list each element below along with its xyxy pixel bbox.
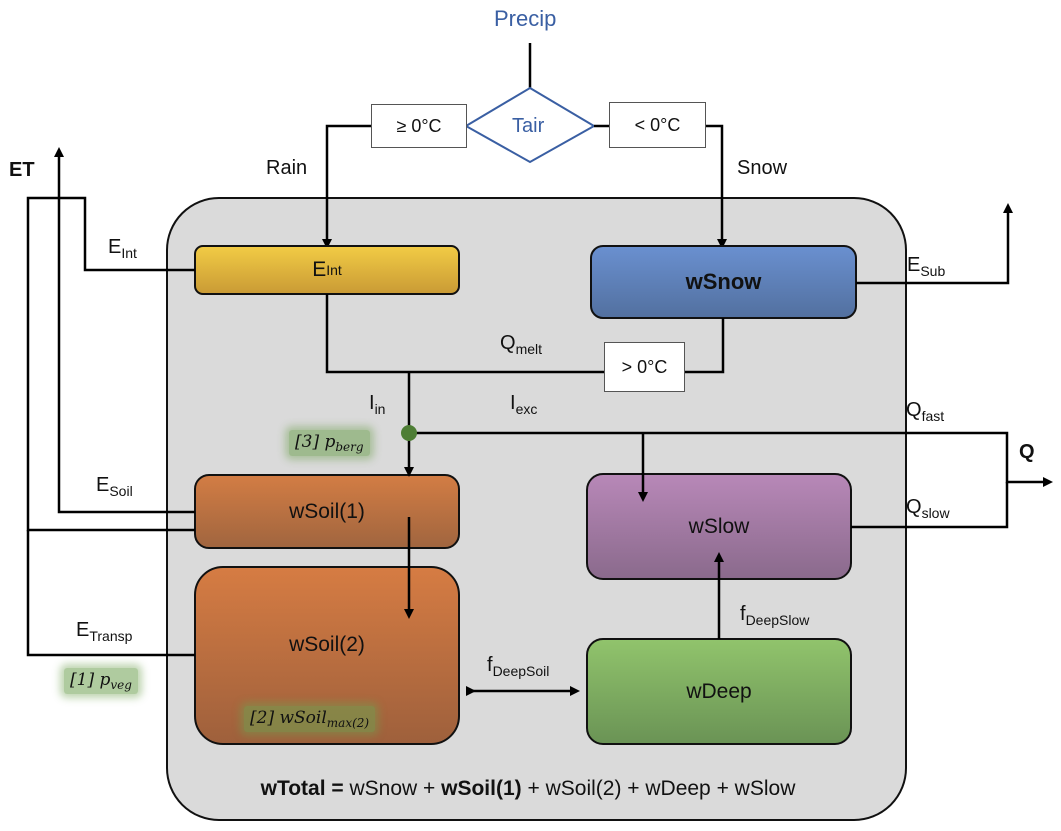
qslow-flow-line [851, 482, 1009, 529]
fdeepslow-flux-label: fDeepSlow [740, 603, 810, 628]
param-pberg: [3] pberg [289, 430, 370, 456]
precip-label: Precip [494, 6, 557, 31]
formula-term: wSnow + [343, 777, 442, 800]
formula-term-bold: wSoil(1) [441, 777, 522, 800]
formula-lhs: wTotal = [260, 777, 344, 800]
eint-flux-label: EInt [108, 236, 137, 261]
qmelt-flux-label: Qmelt [500, 332, 543, 357]
melt-condition-box: > 0°C [604, 342, 685, 392]
warm-condition-box: ≥ 0°C [371, 104, 467, 148]
tair-decision-diamond [464, 86, 596, 164]
throughfall-line [325, 294, 725, 374]
snow-store-label: wSnow [685, 269, 762, 294]
soil1-store-label: wSoil(1) [289, 499, 365, 523]
et-label: ET [9, 159, 35, 181]
cold-condition-box: < 0°C [609, 102, 706, 148]
esoil-flux-label: ESoil [96, 474, 133, 499]
snow-label: Snow [737, 157, 788, 179]
slow-store-label: wSlow [688, 514, 750, 538]
et-int-line [26, 196, 195, 532]
fdeepsoil-flux-label: fDeepSoil [487, 654, 550, 679]
iin-flux-label: Iin [369, 392, 386, 417]
qslow-flux-label: Qslow [906, 496, 950, 521]
esub-flux-label: ESub [907, 254, 946, 279]
q-outflow-label: Q [1019, 441, 1035, 463]
esub-flow-line [856, 203, 1013, 285]
iexc-flux-label: Iexc [510, 392, 538, 417]
split-junction-dot [401, 425, 417, 441]
soil2-store-label: wSoil(2) [289, 633, 365, 656]
rain-label: Rain [266, 157, 308, 179]
tair-label: Tair [512, 115, 545, 137]
qfast-flux-label: Qfast [906, 399, 945, 424]
param-pveg: [1] pveg [64, 668, 138, 694]
et-transp-line [26, 530, 195, 657]
formula-term: + wSoil(2) + wDeep + wSlow [521, 777, 796, 800]
water-balance-formula: wTotal = wSnow + wSoil(1) + wSoil(2) + w… [168, 777, 888, 801]
param-wsoilmax2: [2] wSoilmax(2) [244, 706, 376, 732]
qfast-flow-line [409, 431, 1053, 487]
deep-store-label: wDeep [686, 679, 752, 703]
etransp-flux-label: ETransp [76, 619, 133, 644]
et-soil-line [54, 147, 195, 514]
